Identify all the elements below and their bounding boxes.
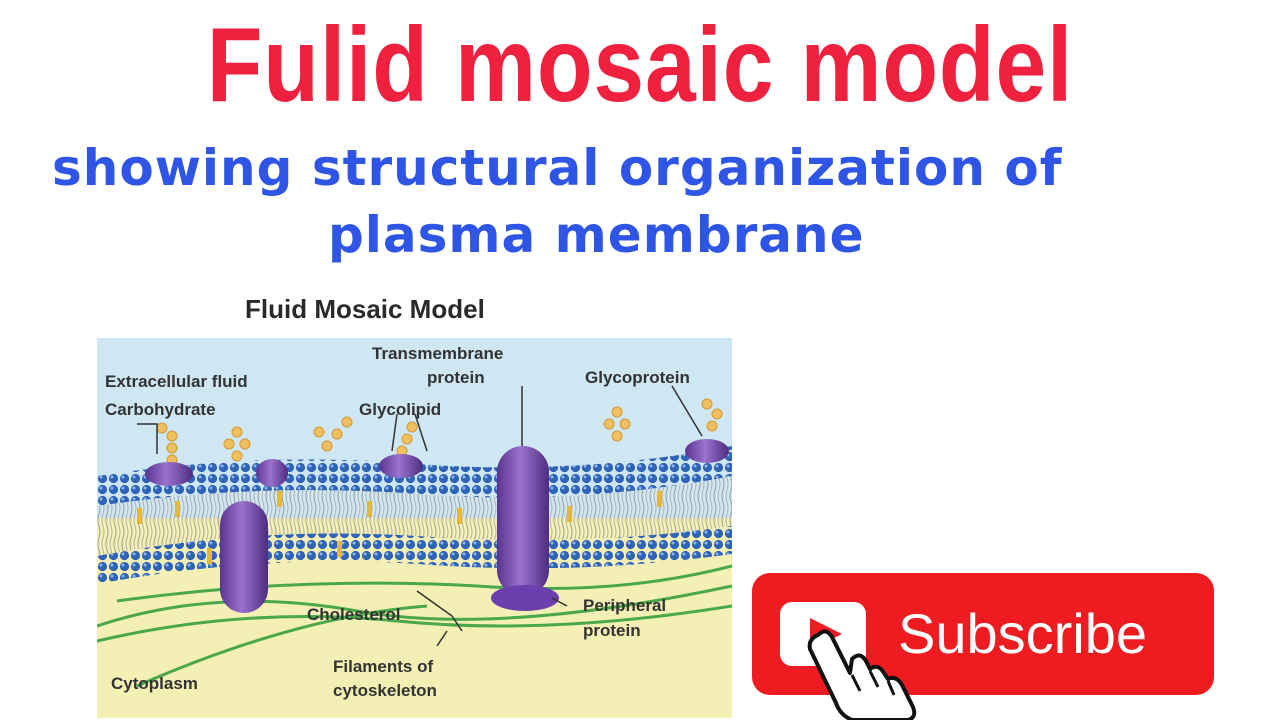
label-glycoprotein: Glycoprotein	[585, 368, 690, 387]
label-transmembrane-1: Transmembrane	[372, 344, 503, 363]
figure-title: Fluid Mosaic Model	[245, 294, 485, 324]
peripheral-protein	[491, 585, 559, 611]
label-leader-lines	[137, 385, 703, 647]
label-peripheral-2: protein	[583, 621, 641, 640]
label-glycolipid: Glycolipid	[359, 400, 441, 419]
figure-header-band	[97, 286, 732, 338]
carbohydrate-chains	[156, 398, 723, 466]
glycolipid-protein	[379, 454, 423, 478]
transmembrane-protein-left	[220, 501, 268, 613]
glycoprotein-left	[145, 462, 193, 486]
label-filaments-2: cytoskeleton	[333, 681, 437, 700]
label-extracellular-fluid: Extracellular fluid	[105, 372, 248, 391]
page-subtitle-line-1: showing structural organization of	[52, 139, 1063, 197]
peripheral-protein-top	[256, 459, 288, 487]
transmembrane-protein	[497, 446, 549, 596]
glycoprotein-right	[685, 439, 729, 463]
label-filaments-1: Filaments of	[333, 657, 433, 676]
page-subtitle-line-2: plasma membrane	[328, 206, 865, 264]
label-cholesterol: Cholesterol	[307, 605, 401, 624]
page-title: Fulid mosaic model	[206, 6, 1074, 124]
label-cytoplasm: Cytoplasm	[111, 674, 198, 693]
hand-cursor-icon	[807, 629, 917, 720]
membrane-proteins	[145, 439, 729, 613]
membrane-diagram: Fluid Mosaic Model Extracellular fluid C…	[97, 286, 732, 718]
subscribe-label: Subscribe	[898, 602, 1148, 665]
label-transmembrane-2: protein	[427, 368, 485, 387]
label-carbohydrate: Carbohydrate	[105, 400, 216, 419]
membrane-diagram-svg: Fluid Mosaic Model Extracellular fluid C…	[97, 286, 732, 718]
label-peripheral-1: Peripheral	[583, 596, 666, 615]
